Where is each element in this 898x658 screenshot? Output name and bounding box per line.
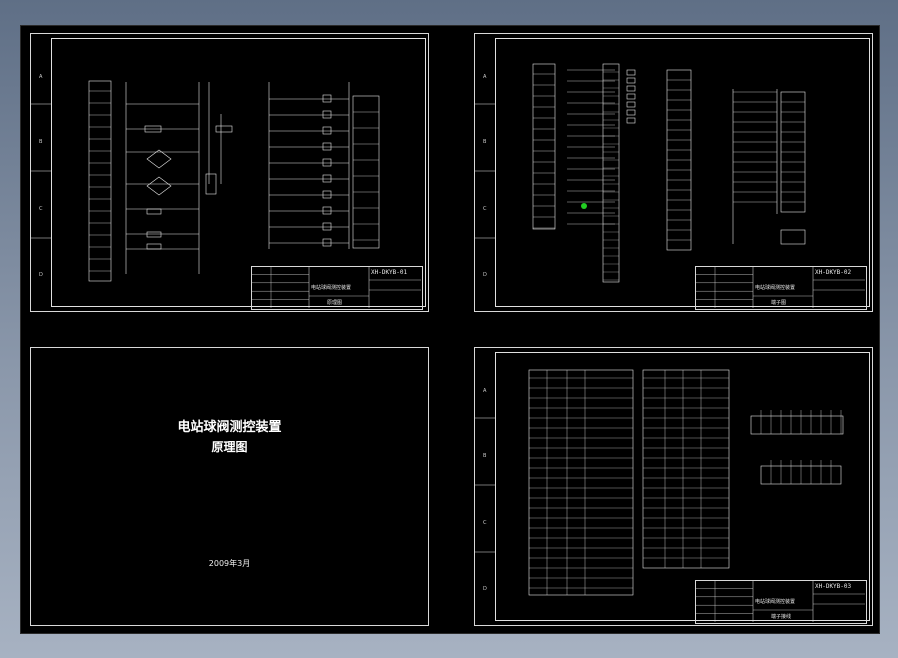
cover-date: 2009年3月 (208, 559, 251, 568)
drawing-box (352, 95, 380, 249)
drawing-box (322, 142, 332, 151)
terminal-table-drawing (475, 369, 865, 622)
zone-marker: B (483, 139, 487, 145)
sheet-cover[interactable]: 电站球阀测控装置 原理图 2009年3月 (30, 347, 429, 626)
sheet-name: 端子接线 (771, 614, 792, 620)
zone-marker: C (39, 206, 43, 212)
cover-subtitle: 原理图 (211, 440, 248, 454)
drawing-box (146, 231, 162, 238)
sheet-inner-frame (495, 352, 870, 621)
drawing-box (642, 369, 730, 569)
drawing-box (322, 158, 332, 167)
drawing-box (322, 94, 332, 103)
drawing-box (626, 109, 636, 116)
sheet-inner-frame (51, 38, 426, 307)
drawing-box (626, 101, 636, 108)
schematic-drawing (31, 80, 421, 308)
zone-marker: D (483, 272, 487, 278)
drawing-box (322, 190, 332, 199)
zone-marker: B (483, 453, 487, 459)
drawing-box (626, 85, 636, 92)
drawing-box (205, 173, 217, 195)
drawing-box (146, 208, 162, 215)
title-block (251, 266, 423, 310)
sheet-company-text: 电站球阀测控装置 (311, 285, 352, 291)
sheet-name: 端子图 (771, 300, 787, 306)
zone-marker: A (39, 74, 43, 80)
cover-title: 电站球阀测控装置 (177, 420, 282, 435)
zone-marker: D (483, 586, 487, 592)
zone-marker: C (483, 520, 487, 526)
sheet-company-text: 电站球阀测控装置 (755, 285, 796, 291)
drawing-box (626, 93, 636, 100)
sheet-name: 原理图 (327, 300, 343, 306)
drawing-box (322, 238, 332, 247)
zone-marker: C (483, 206, 487, 212)
zone-marker: B (39, 139, 43, 145)
sheet-inner-frame (495, 38, 870, 307)
bridge-rectifier (146, 176, 172, 196)
drawing-box (322, 110, 332, 119)
terminal-drawing (475, 63, 865, 308)
drawing-box (532, 63, 556, 230)
drawing-box (626, 117, 636, 124)
drawing-box (322, 222, 332, 231)
sheet-terminal-tables[interactable]: A B C D 电站球阀测控装置 XH-DKYB-03 端子接线 (474, 347, 873, 626)
drawing-box (146, 243, 162, 250)
drawing-box (528, 369, 634, 596)
drawing-number: XH-DKYB-02 (815, 269, 852, 276)
zone-marker: D (39, 272, 43, 278)
drawing-box (626, 69, 636, 76)
sheet-schematic[interactable]: A B C D 电站球阀测控装置 XH-DKYB-01 原理图 (30, 33, 429, 312)
drawing-box (780, 229, 806, 245)
sheet-terminal-diagram[interactable]: A B C D 电站球阀测控装置 XH-DKYB-02 端子图 (474, 33, 873, 312)
zone-marker: A (483, 74, 487, 80)
drawing-box (602, 63, 620, 283)
sheet-company-text: 电站球阀测控装置 (755, 599, 796, 605)
drawing-box (750, 415, 844, 435)
drawing-box (322, 174, 332, 183)
drawing-number: XH-DKYB-03 (815, 583, 852, 590)
drawing-box (626, 77, 636, 84)
drawing-box (144, 125, 162, 133)
title-block (695, 580, 867, 624)
drawing-box (88, 80, 112, 282)
drawing-box (322, 206, 332, 215)
drawing-box (322, 126, 332, 135)
cad-drawing-canvas[interactable]: A B C D 电站球阀测控装置 XH-DKYB-01 原理图 A B C D … (20, 25, 880, 634)
drawing-number: XH-DKYB-01 (371, 269, 408, 276)
drawing-box (215, 125, 233, 133)
zone-marker: A (483, 388, 487, 394)
bridge-rectifier (146, 149, 172, 169)
title-block (695, 266, 867, 310)
selected-terminal (581, 203, 587, 209)
